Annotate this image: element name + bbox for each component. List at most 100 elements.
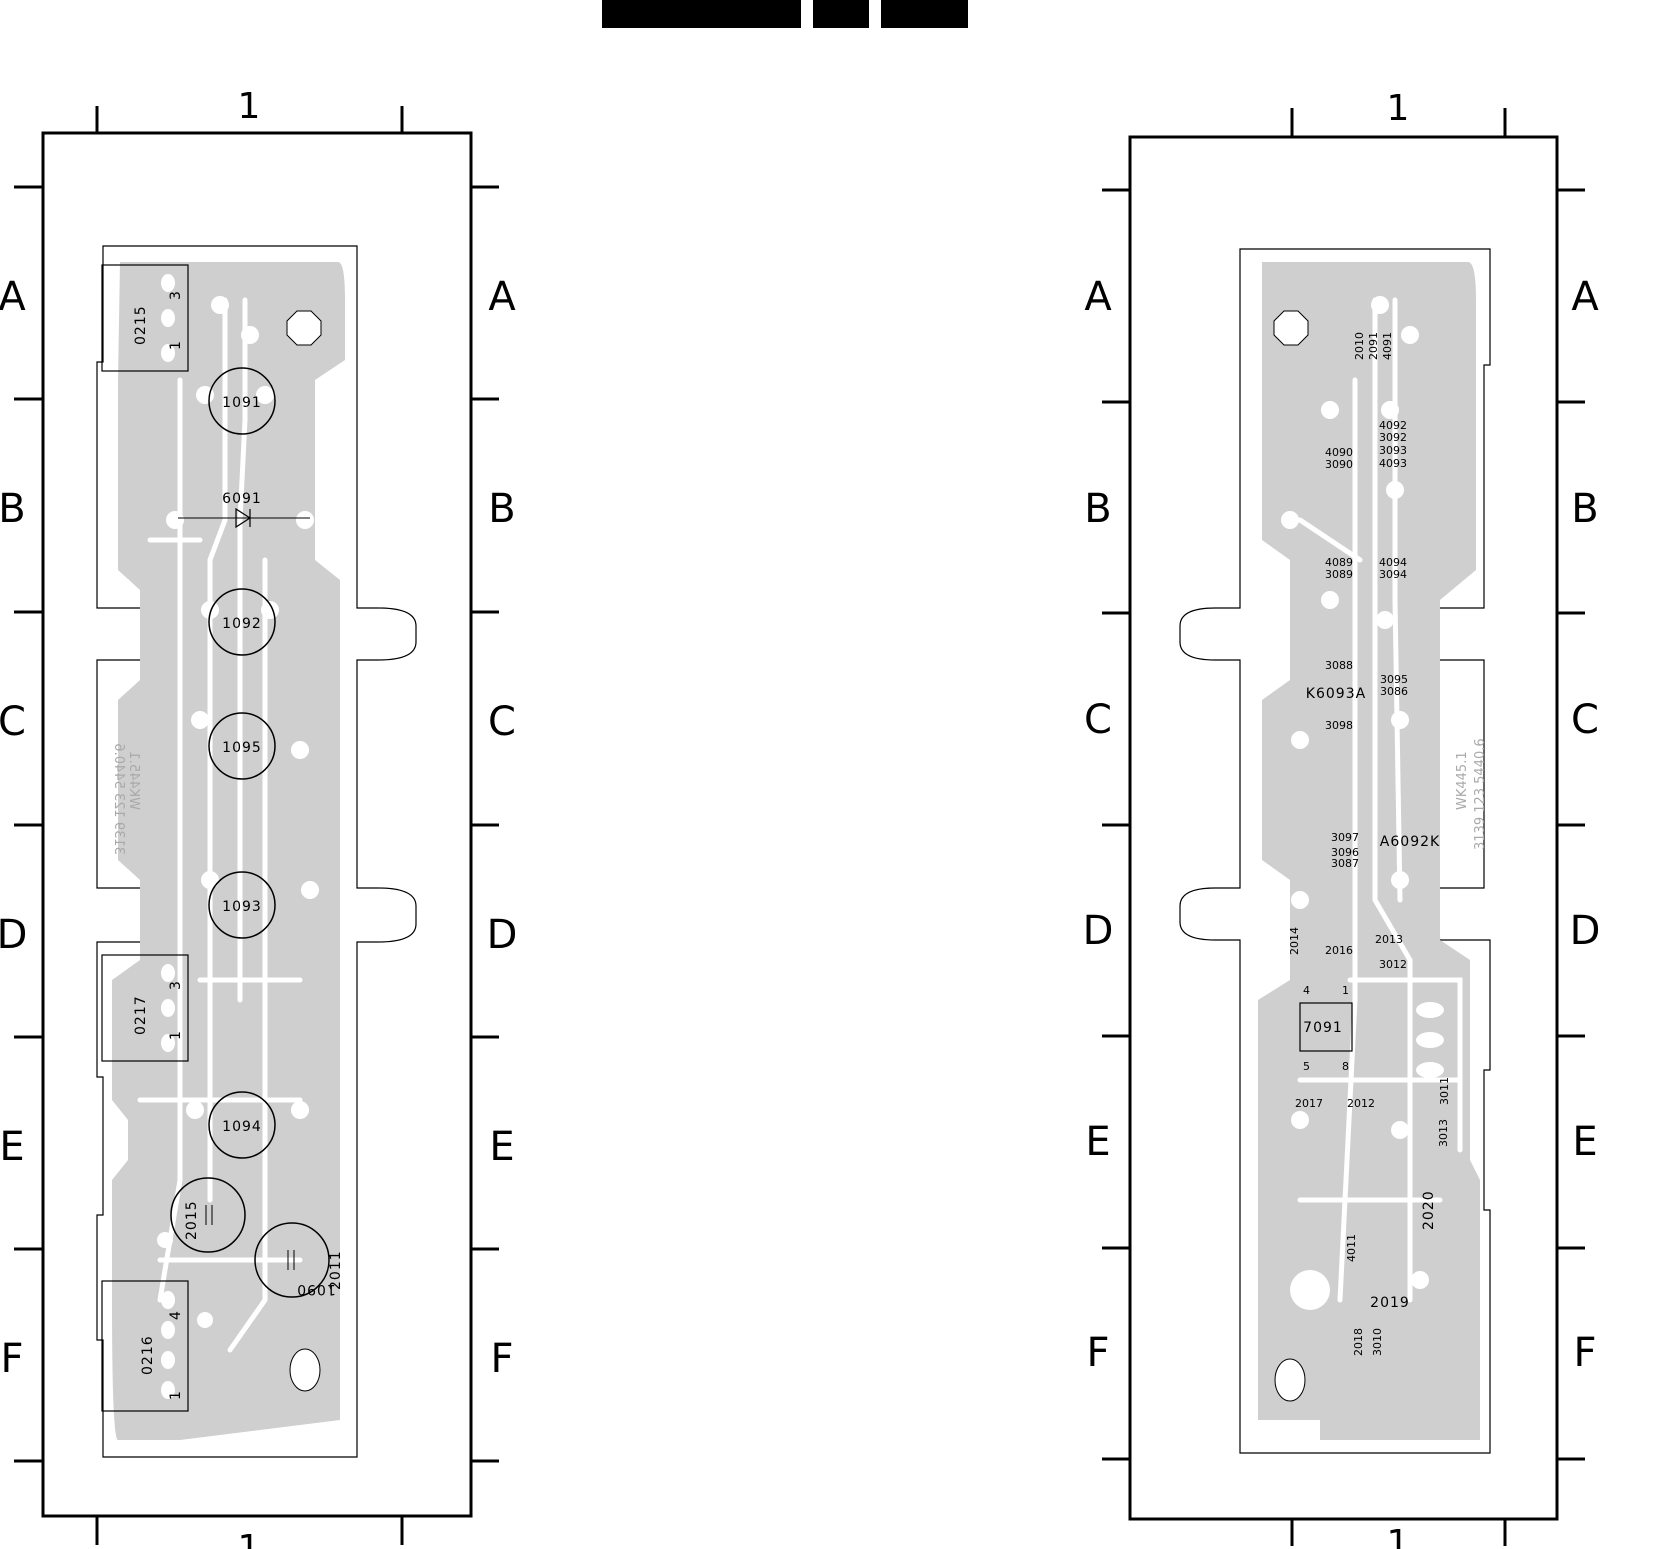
right-board-outline — [1179, 248, 1491, 1454]
switch-1093-label: 1093 — [222, 899, 262, 915]
svg-text:8: 8 — [1342, 1060, 1349, 1073]
svg-text:4092: 4092 — [1379, 419, 1407, 432]
svg-text:4: 4 — [168, 1310, 184, 1320]
connector-0217: 0217 1 3 — [101, 954, 189, 1062]
svg-text:2019: 2019 — [1370, 1295, 1410, 1311]
svg-text:3089: 3089 — [1325, 568, 1353, 581]
right-row-f-right: F — [1573, 1330, 1596, 1376]
svg-text:5: 5 — [1303, 1060, 1310, 1073]
connector-0216: 0216 1 4 — [101, 1280, 189, 1412]
right-row-e-right: E — [1572, 1119, 1597, 1165]
connector-0215: 0215 1 3 — [101, 264, 189, 372]
svg-text:2012: 2012 — [1347, 1097, 1375, 1110]
svg-text:3097: 3097 — [1331, 831, 1359, 844]
left-row-d-right: D — [487, 912, 518, 958]
diode-6091-label: 6091 — [222, 491, 262, 507]
left-panel: 1 1 A B C D E F A B C D E F — [0, 86, 517, 1549]
svg-text:4: 4 — [1303, 984, 1310, 997]
left-col-label-top: 1 — [238, 86, 261, 127]
switch-1091 — [208, 367, 276, 435]
right-row-c-right: C — [1571, 697, 1599, 743]
left-board-code-1: 3139 123 5440.6 — [111, 743, 126, 855]
connector-0216-label: 0216 — [140, 1335, 156, 1375]
buzzer-1090-label: 1090 — [296, 1281, 336, 1297]
svg-text:3011: 3011 — [1438, 1077, 1451, 1105]
right-row-a: A — [1084, 274, 1112, 320]
right-row-d-right: D — [1570, 908, 1601, 954]
svg-text:2010: 2010 — [1353, 332, 1366, 360]
svg-text:3087: 3087 — [1331, 857, 1359, 870]
ic-7091-label: 7091 — [1303, 1020, 1343, 1036]
capacitor-2015-label: 2015 — [184, 1200, 200, 1240]
header-mark-2 — [813, 0, 869, 28]
svg-text:4094: 4094 — [1379, 556, 1407, 569]
svg-text:2018: 2018 — [1352, 1328, 1365, 1356]
right-row-a-right: A — [1571, 274, 1599, 320]
right-refs: 4092 3092 3093 4093 4090 3090 4089 3089 … — [1288, 419, 1451, 1356]
left-row-f-right: F — [490, 1336, 513, 1382]
left-board-code-2: WK445.1 — [126, 751, 141, 810]
switch-1095 — [208, 712, 276, 780]
left-col-label-bottom: 1 — [238, 1528, 261, 1549]
right-board-code-2: WK445.1 — [1455, 751, 1470, 810]
left-row-f: F — [0, 1336, 23, 1382]
right-row-e: E — [1085, 1119, 1110, 1165]
left-copper — [112, 262, 345, 1440]
svg-text:2013: 2013 — [1375, 933, 1403, 946]
svg-text:1: 1 — [168, 1390, 184, 1400]
switch-1092 — [208, 588, 276, 656]
svg-text:3: 3 — [168, 290, 184, 300]
left-row-a-right: A — [488, 274, 516, 320]
svg-text:3012: 3012 — [1379, 958, 1407, 971]
svg-text:2020: 2020 — [1421, 1190, 1437, 1230]
right-col-label-bottom: 1 — [1387, 1523, 1410, 1549]
svg-text:3010: 3010 — [1371, 1328, 1384, 1356]
header-mark-1 — [602, 0, 801, 28]
left-row-e: E — [0, 1124, 25, 1170]
right-row-d: D — [1083, 908, 1114, 954]
left-row-c: C — [0, 699, 26, 745]
right-frame — [1128, 135, 1559, 1521]
svg-text:3096: 3096 — [1331, 846, 1359, 859]
svg-text:A6092K: A6092K — [1380, 834, 1440, 850]
diode-6091: 6091 — [178, 491, 310, 529]
capacitor-2011-label: 2011 — [328, 1250, 344, 1290]
svg-text:3092: 3092 — [1379, 431, 1407, 444]
svg-text:3095: 3095 — [1380, 673, 1408, 686]
svg-text:4089: 4089 — [1325, 556, 1353, 569]
svg-text:3098: 3098 — [1325, 719, 1353, 732]
left-row-c-right: C — [488, 699, 516, 745]
left-board-outline — [96, 245, 417, 1458]
svg-text:3: 3 — [168, 980, 184, 990]
right-board-code-1: 3139 123 5440.6 — [1473, 738, 1488, 850]
switch-1095-label: 1095 — [222, 740, 262, 756]
left-row-b-right: B — [488, 486, 515, 532]
svg-text:4090: 4090 — [1325, 446, 1353, 459]
switch-1094 — [208, 1091, 276, 1159]
right-row-c: C — [1084, 697, 1112, 743]
capacitor-2015: 2015 — [170, 1177, 246, 1253]
svg-text:2014: 2014 — [1288, 927, 1301, 955]
right-row-b: B — [1084, 486, 1111, 532]
switch-1093 — [208, 871, 276, 939]
svg-text:1: 1 — [168, 1030, 184, 1040]
right-panel: 1 1 A B C D E F A B C D E F — [1083, 88, 1601, 1549]
left-row-b: B — [0, 486, 26, 532]
svg-text:4011: 4011 — [1345, 1234, 1358, 1262]
switch-1094-label: 1094 — [222, 1119, 262, 1135]
svg-text:1: 1 — [1342, 984, 1349, 997]
svg-text:3086: 3086 — [1380, 685, 1408, 698]
right-col-label-top: 1 — [1387, 88, 1410, 129]
left-row-e-right: E — [489, 1124, 514, 1170]
svg-text:2091: 2091 — [1367, 332, 1380, 360]
svg-text:2017: 2017 — [1295, 1097, 1323, 1110]
svg-text:2016: 2016 — [1325, 944, 1353, 957]
header-mark-3 — [881, 0, 968, 28]
connector-0217-label: 0217 — [133, 995, 149, 1035]
ic-7091: 7091 4 1 5 8 — [1299, 984, 1353, 1073]
svg-text:1: 1 — [168, 340, 184, 350]
right-refs-top: 2010 2091 4091 — [1353, 332, 1394, 360]
left-row-a: A — [0, 274, 26, 320]
svg-text:4093: 4093 — [1379, 457, 1407, 470]
